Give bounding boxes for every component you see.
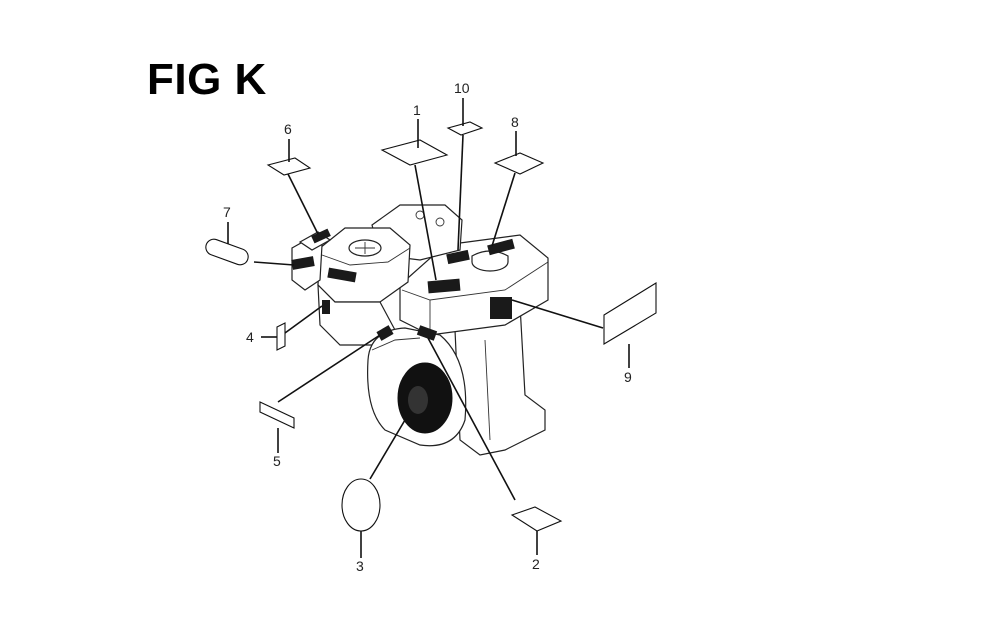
callout-2: 2 [532,556,540,572]
callout-5: 5 [273,453,281,469]
callout-numbers: 1 2 3 4 5 6 7 8 9 10 [223,80,632,574]
callout-8: 8 [511,114,519,130]
applied-labels [291,228,515,341]
label-part-9 [603,282,657,345]
callout-6: 6 [284,121,292,137]
callout-1: 1 [413,102,421,118]
leader-lines [227,98,630,558]
callout-7: 7 [223,204,231,220]
callout-3: 3 [356,558,364,574]
engine-illustration [291,204,549,456]
label-part-2 [510,506,563,532]
label-part-3 [341,478,381,532]
loose-parts [205,121,657,532]
label-part-8 [493,152,545,175]
label-part-6 [266,157,312,176]
callout-9: 9 [624,369,632,385]
figure-title: FIG K [147,55,267,104]
callout-10: 10 [454,80,470,96]
label-part-4 [276,322,286,351]
label-part-7 [205,238,249,266]
label-part-10 [446,121,484,136]
callout-4: 4 [246,329,254,345]
label-part-5 [259,401,295,429]
label-part-1 [380,139,449,166]
